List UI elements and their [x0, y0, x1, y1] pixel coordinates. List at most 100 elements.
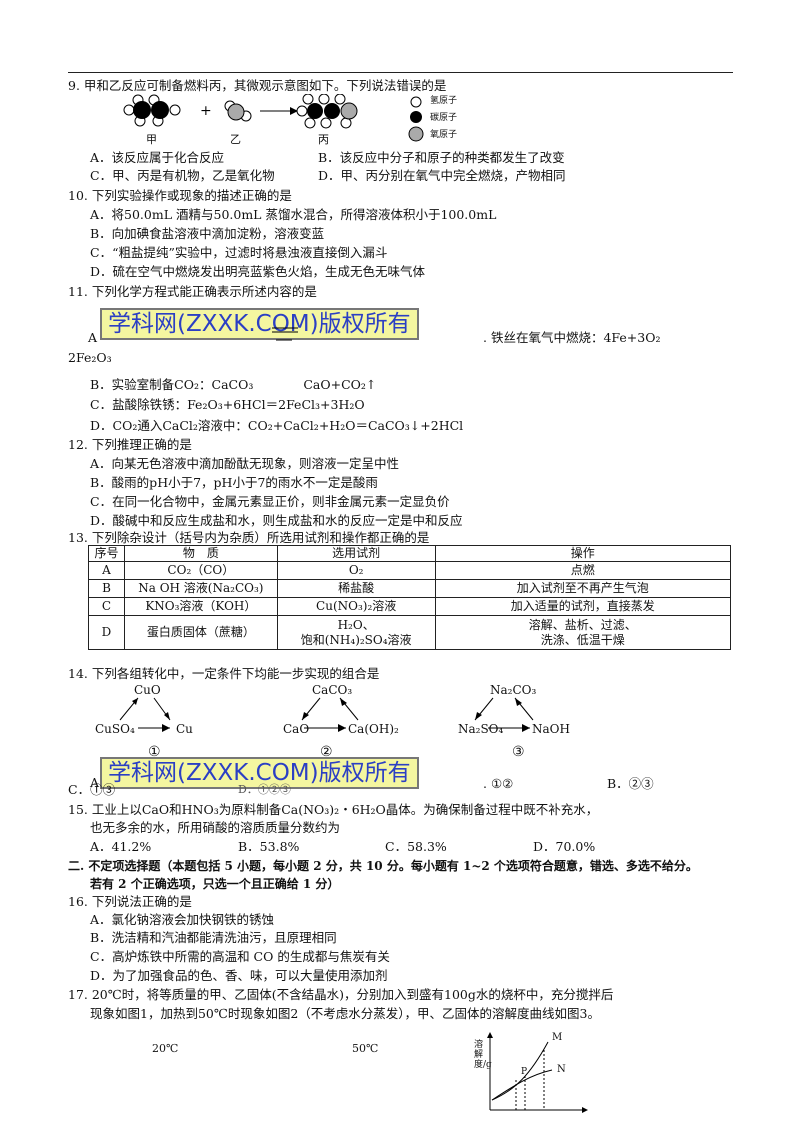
- legend-h: 氢原子: [430, 96, 458, 106]
- solubility-graph: [487, 1032, 588, 1113]
- q16-stem: 16. 下列说法正确的是: [68, 894, 192, 909]
- curve-label-p: P: [521, 1067, 528, 1077]
- watermark-2: 学科网(ZXXK.COM)版权所有: [100, 757, 419, 789]
- table-cell: O₂: [276, 561, 436, 580]
- table-cell: D: [88, 615, 125, 650]
- table-header: 操作: [434, 545, 732, 562]
- q10-option-c: C．“粗盐提纯”实验中，过滤时将悬浊液直接倒入漏斗: [90, 245, 388, 260]
- curve-m: [491, 1041, 549, 1101]
- table-cell: CO₂（CO）: [123, 561, 278, 580]
- temp-50: 50℃: [352, 1042, 379, 1055]
- q14-stem: 14. 下列各组转化中，一定条件下均能一步实现的组合是: [68, 666, 380, 681]
- q16-option-b: B．洗洁精和汽油都能清洗油污，且原理相同: [90, 930, 337, 945]
- g1-num: ①: [148, 744, 161, 760]
- table-cell: KNO₃溶液（KOH）: [123, 597, 278, 616]
- q14-option-c2: C．①③: [68, 782, 116, 797]
- g3-top: Na₂CO₃: [490, 683, 537, 697]
- table-cell: 加入试剂至不再产生气泡: [434, 579, 732, 598]
- table-row: D 蛋白质固体（蔗糖） H₂O、饱和(NH₄)₂SO₄溶液 溶解、盐析、过滤、洗…: [88, 615, 732, 650]
- plus-sign: +: [200, 103, 212, 119]
- table-row: B Na OH 溶液(Na₂CO₃) 稀盐酸 加入试剂至不再产生气泡: [88, 579, 732, 598]
- table-header: 序号: [88, 545, 125, 562]
- table-cell: 稀盐酸: [276, 579, 436, 598]
- g2-num: ②: [320, 744, 333, 760]
- q11-stem: 11. 下列化学方程式能正确表示所述内容的是: [68, 284, 317, 299]
- curve-label-m: M: [552, 1032, 563, 1043]
- g3-left: Na₂SO₄: [458, 722, 504, 736]
- q15-option-a: A．41.2%: [90, 839, 152, 854]
- g2-right: Ca(OH)₂: [348, 722, 399, 736]
- header-rule: [68, 72, 733, 73]
- q13-table: 序号 物 质 选用试剂 操作 A CO₂（CO） O₂ 点燃 B Na OH 溶…: [88, 545, 732, 650]
- table-cell: H₂O、饱和(NH₄)₂SO₄溶液: [276, 615, 436, 650]
- g2-left: CaO: [283, 722, 310, 736]
- q14-option-a-prefix: A: [90, 775, 100, 790]
- legend-c: 碳原子: [430, 113, 458, 123]
- q11-option-a-cont: 2Fe₂O₃: [68, 350, 112, 365]
- table-cell: Na OH 溶液(Na₂CO₃): [123, 579, 278, 598]
- q14-conversion-diagram: [119, 697, 534, 732]
- q12-option-d: D．酸碱中和反应生成盐和水，则生成盐和水的反应一定是中和反应: [90, 513, 463, 528]
- g3-num: ③: [512, 744, 525, 760]
- q9-option-c: C．甲、丙是有机物，乙是氧化物: [90, 168, 275, 183]
- q16-option-d: D．为了加强食品的色、香、味，可以大量使用添加剂: [90, 968, 388, 983]
- solubility-axis-label: 溶解度/g: [474, 1040, 492, 1070]
- q10-option-d: D．硫在空气中燃烧发出明亮蓝紫色火焰，生成无色无味气体: [90, 264, 426, 279]
- q14-option-c: B．②③: [607, 776, 654, 791]
- q12-stem: 12. 下列推理正确的是: [68, 437, 192, 452]
- q15-stem-1: 15. 工业上以CaO和HNO₃为原料制备Ca(NO₃)₂・6H₂O晶体。为确保…: [68, 802, 599, 817]
- legend-c-icon: [410, 111, 422, 123]
- legend-o: 氧原子: [430, 130, 458, 140]
- q9-stem: 9. 甲和乙反应可制备燃料丙，其微观示意图如下。下列说法错误的是: [68, 78, 447, 93]
- q11-option-a-prefix: A: [88, 330, 98, 345]
- label-yi: 乙: [230, 133, 241, 146]
- table-cell: C: [88, 597, 125, 616]
- q11-option-d: D．CO₂通入CaCl₂溶液中：CO₂+CaCl₂+H₂O＝CaCO₃↓+2HC…: [90, 418, 464, 433]
- q17-stem-2: 现象如图1，加热到50℃时现象如图2（不考虑水分蒸发），甲、乙固体的溶解度曲线如…: [90, 1006, 600, 1021]
- table-cell: 点燃: [434, 561, 732, 580]
- q9-option-a: A．该反应属于化合反应: [90, 150, 225, 165]
- g1-top: CuO: [134, 683, 161, 697]
- table-cell: 加入适量的试剂，直接蒸发: [434, 597, 732, 616]
- q12-option-c: C．在同一化合物中，金属元素显正价，则非金属元素一定显负价: [90, 494, 450, 509]
- temp-20: 20℃: [152, 1042, 179, 1055]
- q15-option-b: B．53.8%: [238, 839, 300, 854]
- table-header: 选用试剂: [276, 545, 436, 562]
- q9-option-b: B．该反应中分子和原子的种类都发生了改变: [318, 150, 565, 165]
- table-cell: Cu(NO₃)₂溶液: [276, 597, 436, 616]
- section2-heading-2: 若有 2 个正确选项，只选一个且正确给 1 分）: [90, 877, 340, 891]
- q9-option-d: D．甲、丙分别在氧气中完全燃烧，产物相同: [318, 168, 566, 183]
- q14-option-b: . ①②: [483, 776, 514, 791]
- q16-option-c: C．高炉炼铁中所需的高温和 CO 的生成都与焦炭有关: [90, 949, 390, 964]
- curve-label-n: N: [557, 1064, 566, 1075]
- q15-stem-2: 也无多余的水，所用硝酸的溶质质量分数约为: [90, 820, 341, 835]
- label-bing: 丙: [318, 133, 329, 146]
- q11-option-c: C．盐酸除铁锈：Fe₂O₃+6HCl＝2FeCl₃+3H₂O: [90, 397, 365, 412]
- q9-molecule-diagram: +: [123, 94, 424, 142]
- table-row: A CO₂（CO） O₂ 点燃: [88, 561, 732, 580]
- table-cell: 蛋白质固体（蔗糖）: [123, 615, 278, 650]
- legend-o-icon: [408, 126, 424, 142]
- watermark-1: 学科网(ZXXK.COM)版权所有: [100, 308, 419, 340]
- q17-stem-1: 17. 20℃时，将等质量的甲、乙固体(不含结晶水)，分别加入到盛有100g水的…: [68, 987, 614, 1002]
- g2-top: CaCO₃: [312, 683, 353, 697]
- q11-reaction-condition: [272, 327, 298, 341]
- q11-option-b: B．实验室制备CO₂：CaCO₃ CaO+CO₂↑: [90, 377, 377, 392]
- curve-n: [491, 1069, 553, 1101]
- table-cell: 溶解、盐析、过滤、洗涤、低温干燥: [434, 615, 732, 650]
- q12-option-a: A．向某无色溶液中滴加酚酞无现象，则溶液一定呈中性: [90, 456, 400, 471]
- q16-option-a: A．氯化钠溶液会加快钢铁的锈蚀: [90, 912, 275, 927]
- table-cell: A: [88, 561, 125, 580]
- q15-option-c: C．58.3%: [385, 839, 447, 854]
- g3-right: NaOH: [532, 722, 570, 736]
- q14-option-d: D．①②③: [238, 783, 291, 796]
- q13-stem: 13. 下列除杂设计（括号内为杂质）所选用试剂和操作都正确的是: [68, 530, 430, 545]
- q12-option-b: B．酸雨的pH小于7，pH小于7的雨水不一定是酸雨: [90, 475, 378, 490]
- table-cell: B: [88, 579, 125, 598]
- table-header-row: 序号 物 质 选用试剂 操作: [88, 545, 732, 562]
- q10-option-b: B．向加碘食盐溶液中滴加淀粉，溶液变蓝: [90, 226, 325, 241]
- legend-h-icon: [410, 96, 422, 108]
- molecule-bing: [296, 94, 358, 129]
- g1-right: Cu: [176, 722, 193, 736]
